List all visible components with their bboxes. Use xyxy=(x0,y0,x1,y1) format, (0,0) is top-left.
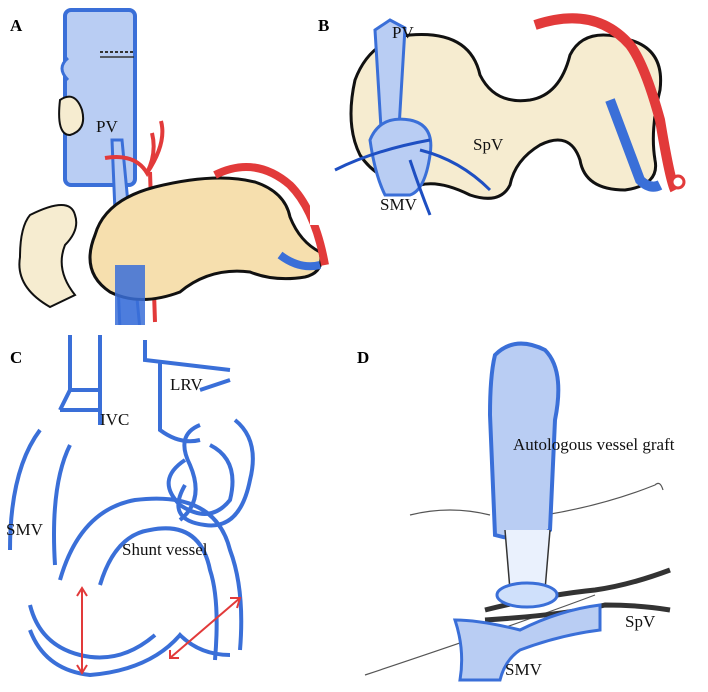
splenic-artery xyxy=(213,163,329,266)
portal-vein xyxy=(373,18,407,130)
label-spv: SpV xyxy=(473,135,504,154)
panel-c: C IVC LRV SMV Shunt vessel xyxy=(0,330,330,692)
label-smv: SMV xyxy=(505,660,542,679)
label-smv: SMV xyxy=(6,520,43,539)
smv-spv-vessel xyxy=(452,603,602,682)
vessel-branches xyxy=(334,138,492,216)
panel-letter-a: A xyxy=(10,16,23,35)
label-ivc: IVC xyxy=(100,410,130,429)
panel-d: D Autologous vessel graft SpV SMV xyxy=(345,330,708,692)
smv-vessel xyxy=(8,428,72,566)
lower-vessel xyxy=(115,265,145,325)
panel-b: B PV SpV SMV xyxy=(310,0,708,225)
panel-letter-d: D xyxy=(357,348,370,367)
autologous-vessel-graft xyxy=(487,341,561,541)
label-shunt-vessel: Shunt vessel xyxy=(122,540,208,559)
small-vessel-stub xyxy=(60,56,70,82)
panel-b-illustration xyxy=(334,13,686,216)
label-pv: PV xyxy=(392,23,414,42)
red-measure-arrow xyxy=(76,586,88,675)
panel-letter-b: B xyxy=(318,16,330,35)
remnant-tissue xyxy=(58,95,85,137)
shunt-bottom-loop xyxy=(28,604,231,678)
red-measure-arrow xyxy=(169,597,242,659)
shunt-vessel-loop xyxy=(58,496,244,661)
panel-letter-c: C xyxy=(10,348,23,367)
panel-a-illustration xyxy=(18,8,329,325)
label-lrv: LRV xyxy=(170,375,203,394)
splenic-artery xyxy=(533,13,680,193)
label-pv: PV xyxy=(96,117,118,136)
vessel-end xyxy=(670,174,686,190)
splenic-vein xyxy=(605,98,663,192)
panel-c-illustration xyxy=(8,335,255,678)
panel-a: A PV xyxy=(0,0,340,325)
label-graft: Autologous vessel graft xyxy=(513,435,675,454)
vessel-lumen xyxy=(495,581,559,609)
ivc-vessel xyxy=(58,335,102,425)
label-spv: SpV xyxy=(625,612,656,631)
splenic-vein xyxy=(277,251,321,271)
panel-d-illustration xyxy=(364,341,671,682)
label-smv: SMV xyxy=(380,195,417,214)
lrv-vessel xyxy=(143,340,231,522)
shunt-loop-right xyxy=(166,418,255,528)
venous-confluence xyxy=(368,117,433,197)
duodenum-segment xyxy=(18,204,78,309)
